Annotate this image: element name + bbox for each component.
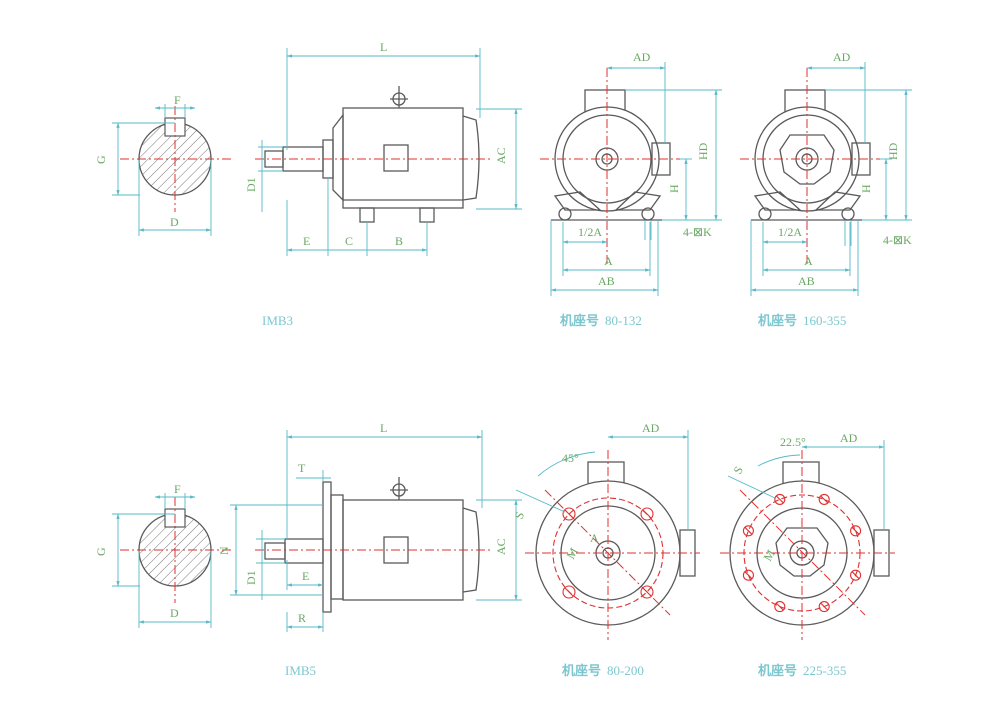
flange-view-80-200: AD 45° S A M bbox=[512, 421, 700, 640]
label-halfA-2: 1/2A bbox=[778, 225, 802, 239]
bolt-hole-mark bbox=[820, 495, 829, 504]
label-E-imb3: E bbox=[303, 234, 310, 248]
label-B: B bbox=[395, 234, 403, 248]
side-view-imb5: L AC T N D1 E R bbox=[217, 421, 522, 632]
label-AD-2: AD bbox=[833, 50, 851, 64]
label-angle22: 22.5° bbox=[780, 435, 806, 449]
label-H-1: H bbox=[667, 184, 681, 193]
bolt-hole bbox=[742, 525, 754, 537]
front-view-160-355: AD HD H 4-⊠K 1/2A A AB bbox=[740, 50, 912, 296]
bolt-hole bbox=[774, 601, 786, 613]
label-angle45: 45° bbox=[562, 451, 579, 465]
bolt-hole-mark bbox=[744, 526, 753, 535]
shaft-section-imb3: F G D bbox=[94, 93, 232, 236]
label-AC-imb3: AC bbox=[494, 147, 508, 164]
label-D-imb5: D bbox=[170, 606, 179, 620]
label-AD-1: AD bbox=[633, 50, 651, 64]
label-halfA-1: 1/2A bbox=[578, 225, 602, 239]
bolt-hole bbox=[818, 493, 830, 505]
shaft-section-imb5: F G D bbox=[94, 482, 232, 628]
label-AD-3: AD bbox=[642, 421, 660, 435]
label-G-imb5: G bbox=[94, 547, 108, 556]
flange-view-225-355: AD 22.5° S M bbox=[720, 431, 895, 640]
bolt-holes bbox=[742, 493, 862, 613]
side-view-imb3: L AC D1 E C B bbox=[244, 40, 522, 256]
label-AD-4: AD bbox=[840, 431, 858, 445]
caption-imb5: IMB5 bbox=[285, 663, 316, 678]
front-view-80-132: AD HD H 4-⊠K 1/2A A AB bbox=[540, 50, 722, 296]
label-R: R bbox=[298, 611, 306, 625]
label-C: C bbox=[345, 234, 353, 248]
label-S-1: S bbox=[512, 510, 527, 521]
label-K-1: 4-⊠K bbox=[683, 225, 712, 239]
bolt-hole bbox=[774, 493, 786, 505]
bolt-hole-mark bbox=[775, 602, 784, 611]
label-K-2: 4-⊠K bbox=[883, 233, 912, 247]
label-D1-imb5: D1 bbox=[244, 570, 258, 585]
bolt-hole bbox=[818, 601, 830, 613]
label-F-imb5: F bbox=[174, 482, 181, 496]
label-N: N bbox=[217, 546, 231, 555]
bolt-hole-mark bbox=[744, 571, 753, 580]
label-AC-imb5: AC bbox=[494, 538, 508, 555]
label-AB-1: AB bbox=[598, 274, 615, 288]
label-S-2: S bbox=[730, 464, 745, 477]
bolt-hole-mark bbox=[775, 495, 784, 504]
bolt-hole bbox=[850, 525, 862, 537]
bolt-hole bbox=[850, 569, 862, 581]
label-G: G bbox=[94, 155, 108, 164]
label-T: T bbox=[298, 461, 306, 475]
label-F: F bbox=[174, 93, 181, 107]
label-HD-2: HD bbox=[886, 142, 900, 160]
caption-imb3: IMB3 bbox=[262, 313, 293, 328]
bolt-hole-mark bbox=[851, 526, 860, 535]
label-H-2: H bbox=[859, 184, 873, 193]
label-L-imb5: L bbox=[380, 421, 387, 435]
label-D1-imb3: D1 bbox=[244, 177, 258, 192]
label-A-2: A bbox=[804, 254, 813, 268]
label-AB-2: AB bbox=[798, 274, 815, 288]
bolt-hole-mark bbox=[820, 602, 829, 611]
label-L-imb3: L bbox=[380, 40, 387, 54]
label-A-1: A bbox=[604, 254, 613, 268]
label-HD-1: HD bbox=[696, 142, 710, 160]
label-E-imb5: E bbox=[302, 569, 309, 583]
label-A-3: A bbox=[590, 531, 599, 545]
bolt-hole-mark bbox=[851, 571, 860, 580]
label-D: D bbox=[170, 215, 179, 229]
bolt-hole bbox=[742, 569, 754, 581]
